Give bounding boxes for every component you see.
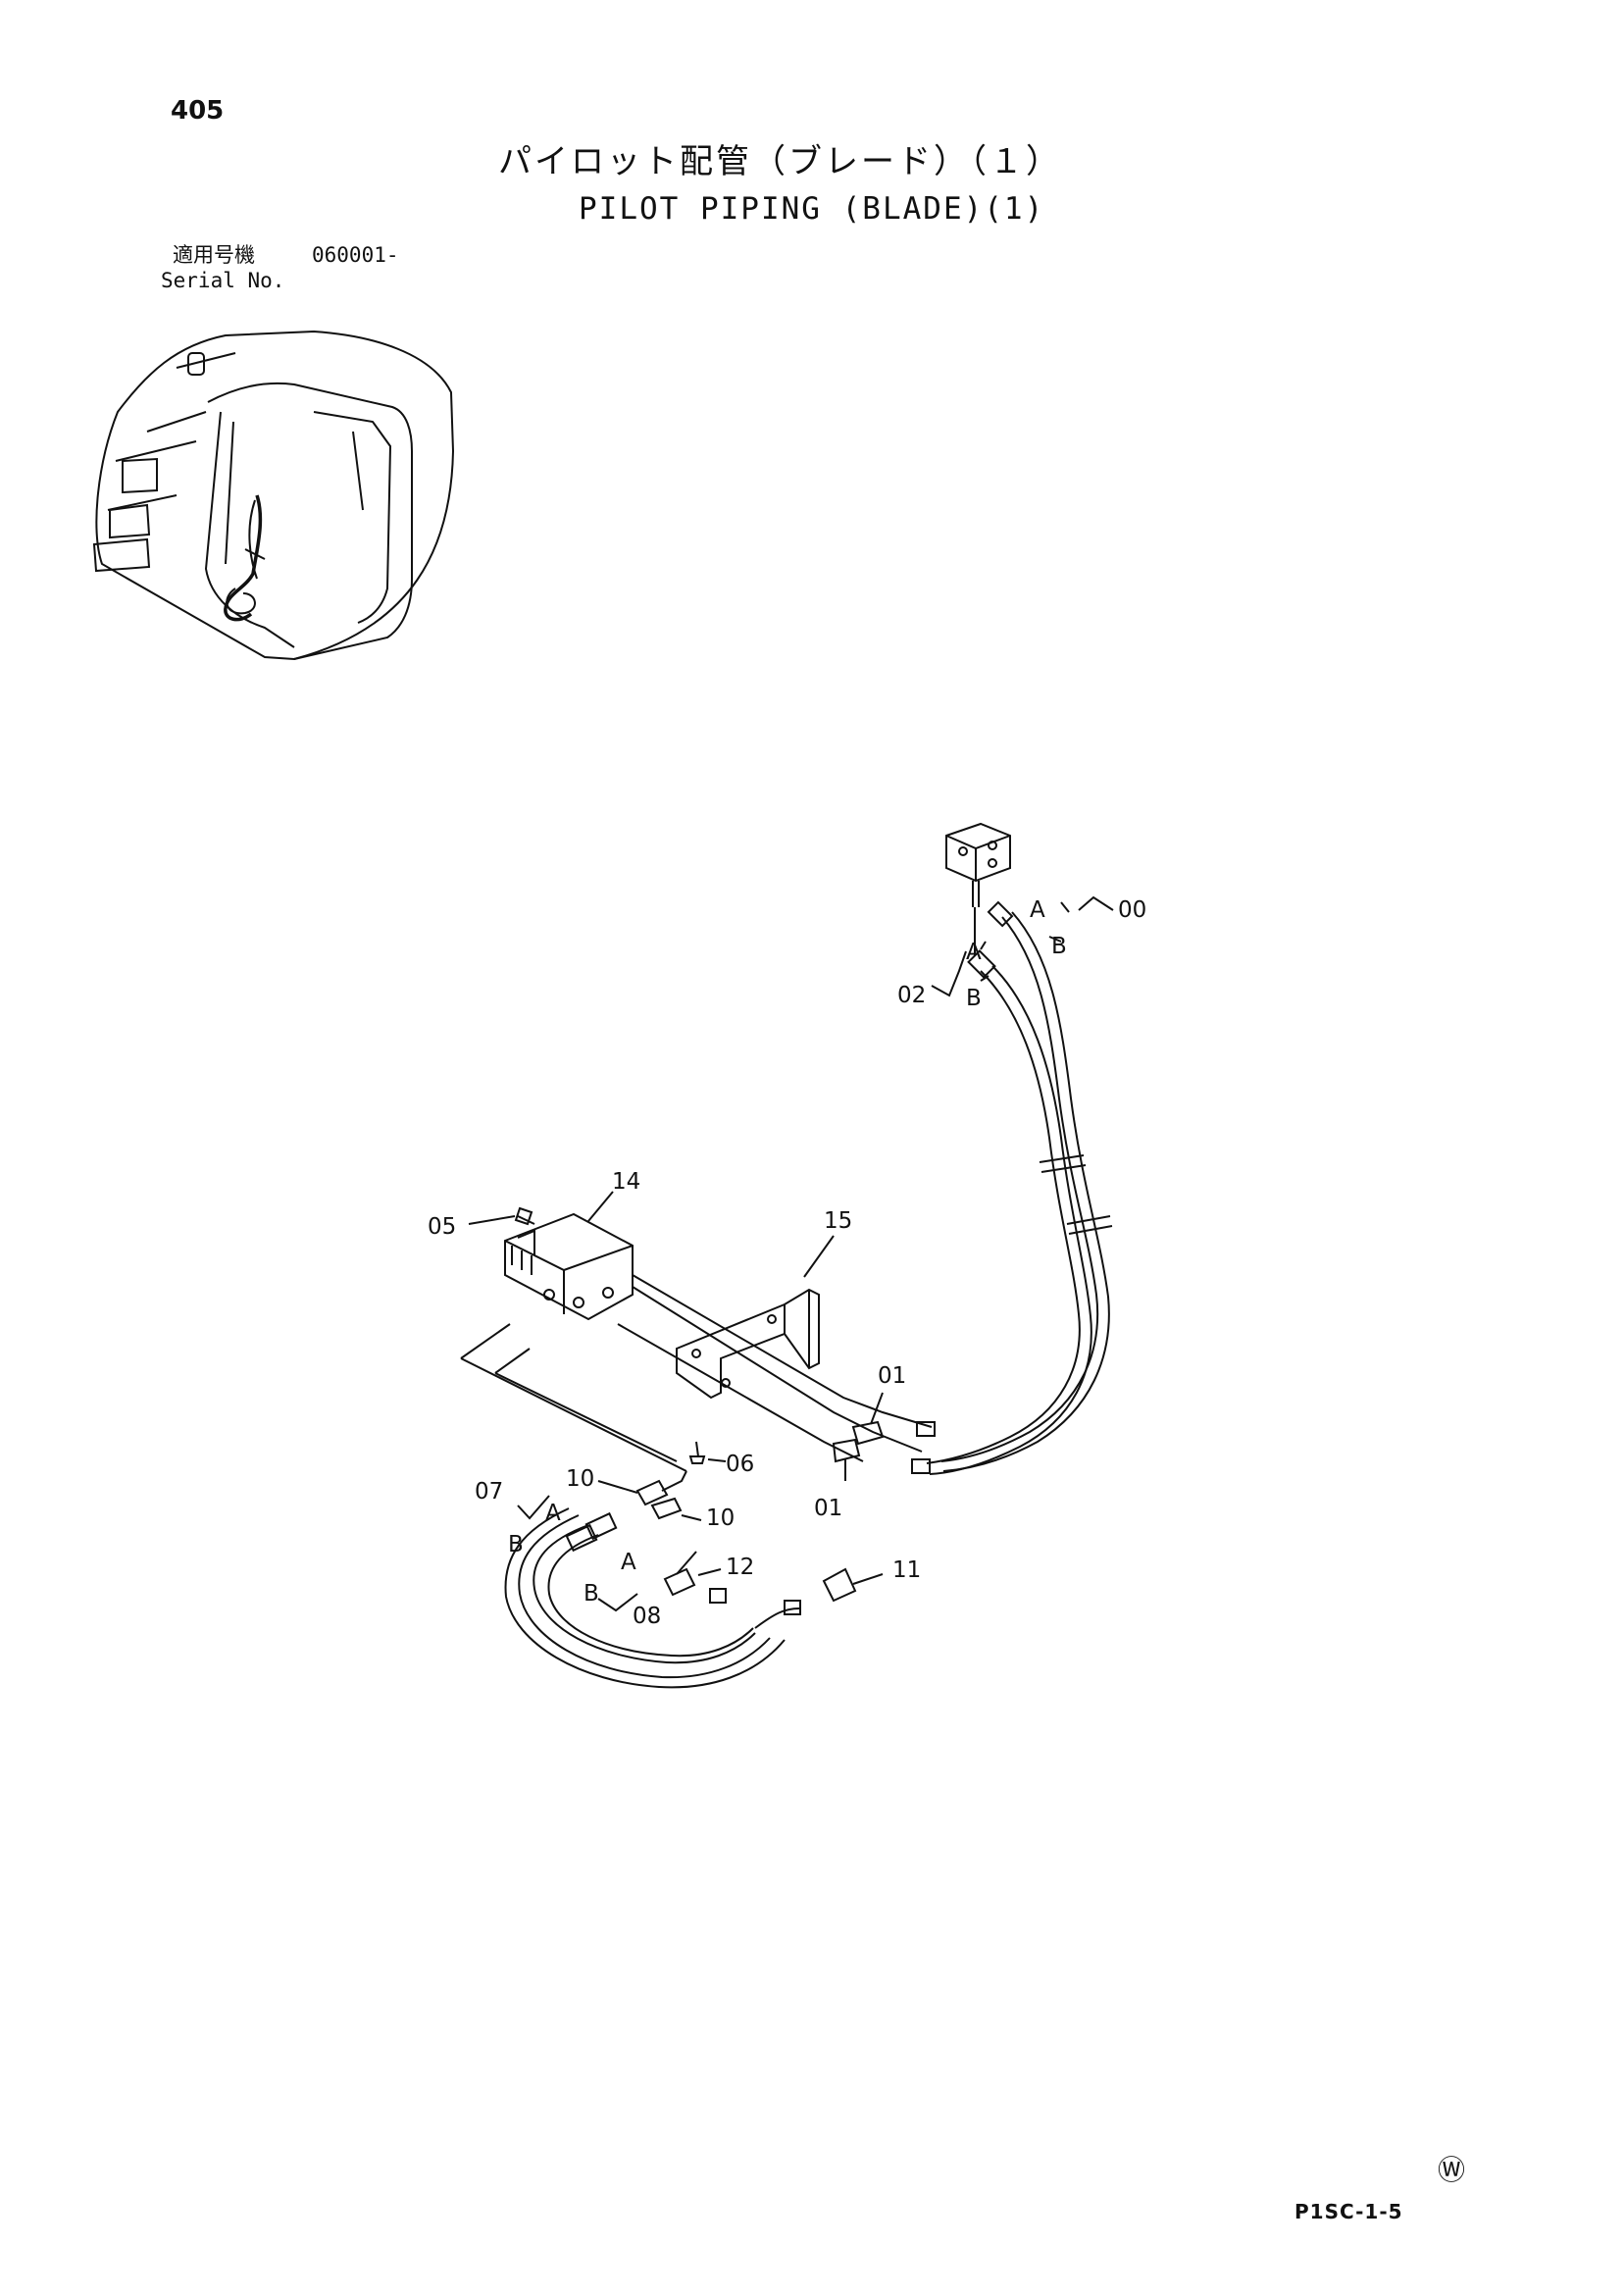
port-label-b: B xyxy=(508,1532,524,1557)
page-title-japanese: パイロット配管（ブレード）（１） xyxy=(498,142,1062,181)
callout-11: 11 xyxy=(892,1557,921,1583)
port-label-a: A xyxy=(621,1550,636,1575)
watermark-symbol: Ⓦ xyxy=(1438,2154,1466,2186)
port-label-b: B xyxy=(584,1581,599,1607)
callout-15: 15 xyxy=(824,1208,852,1234)
callout-06: 06 xyxy=(726,1452,754,1477)
callout-01: 01 xyxy=(814,1496,842,1521)
page-code: P1SC-1-5 xyxy=(1294,2200,1403,2223)
callout-07: 07 xyxy=(475,1479,503,1505)
callout-02: 02 xyxy=(897,983,926,1008)
hose-00 xyxy=(940,900,1110,1472)
callout-10: 10 xyxy=(566,1466,594,1492)
callout-10: 10 xyxy=(706,1505,735,1531)
callout-12: 12 xyxy=(726,1555,754,1580)
port-label-b: B xyxy=(1051,934,1067,959)
port-label-a: A xyxy=(1030,897,1045,923)
callout-00: 00 xyxy=(1118,897,1146,923)
port-label-b: B xyxy=(966,986,982,1011)
hose-07-08 xyxy=(504,1507,786,1689)
callout-05: 05 xyxy=(428,1214,456,1240)
bracket-15 xyxy=(676,1288,820,1400)
serial-label-japanese: 適用号機 xyxy=(173,243,255,267)
manifold-block-14 xyxy=(504,1212,634,1321)
pilot-valve-block xyxy=(945,822,1011,907)
hose-02 xyxy=(926,907,1092,1475)
port-label-a: A xyxy=(545,1501,561,1526)
serial-number-value: 060001- xyxy=(312,243,399,267)
serial-label-english: Serial No. xyxy=(161,269,285,292)
page-title-english: PILOT PIPING (BLADE)(1) xyxy=(579,191,1045,227)
callout-14: 14 xyxy=(612,1169,640,1195)
page-number: 405 xyxy=(171,96,225,126)
callout-01: 01 xyxy=(878,1363,906,1389)
port-label-a: A xyxy=(966,940,982,965)
callout-08: 08 xyxy=(633,1604,661,1629)
